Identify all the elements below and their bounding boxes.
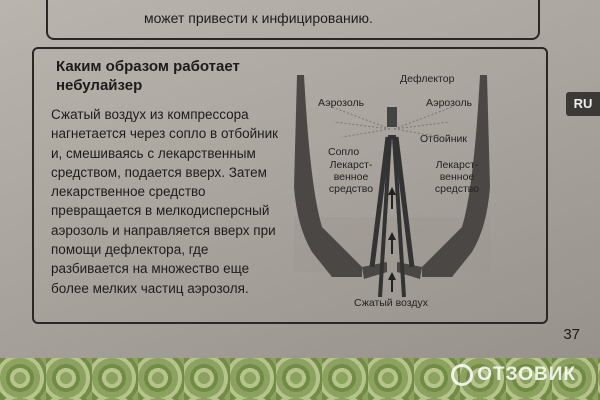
previous-note-box: может привести к инфицированию. bbox=[46, 0, 540, 40]
nozzle-label: Сопло bbox=[328, 146, 360, 158]
baffle-label: Отбойник bbox=[420, 133, 467, 145]
section-body: Сжатый воздух из компрессора нагнетается… bbox=[51, 107, 279, 296]
page-number: 37 bbox=[563, 326, 580, 343]
language-tab: RU bbox=[566, 92, 600, 116]
medicine-left-label: Лекарст-венное средство bbox=[328, 159, 374, 195]
nebulizer-cross-section bbox=[294, 75, 490, 298]
section-title: Каким образом работает небулайзер bbox=[56, 58, 240, 94]
deflector-label: Дефлектор bbox=[400, 73, 455, 85]
previous-note-text: может привести к инфицированию. bbox=[144, 10, 373, 26]
watermark: ОТЗОВИК bbox=[451, 364, 576, 386]
medicine-right-label: Лекарст-венное средство bbox=[434, 159, 480, 195]
aerosol-right-label: Аэрозоль bbox=[426, 97, 473, 109]
compressed-air-label: Сжатый воздух bbox=[354, 297, 428, 309]
nebulizer-diagram: Дефлектор Аэрозоль Аэрозоль Отбойник Соп… bbox=[292, 67, 492, 317]
nebulizer-section: Каким образом работает небулайзер Сжатый… bbox=[32, 47, 548, 324]
watermark-text: ОТЗОВИК bbox=[477, 364, 576, 385]
watermark-logo-icon bbox=[451, 364, 474, 386]
floral-background bbox=[0, 358, 600, 400]
aerosol-left-label: Аэрозоль bbox=[318, 97, 365, 109]
